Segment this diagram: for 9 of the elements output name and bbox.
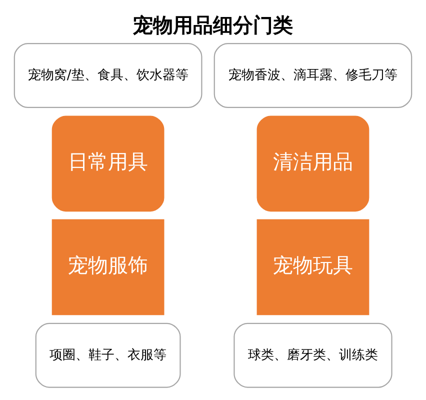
node-box: 清洁用品 [256, 116, 370, 212]
diagram-title: 宠物用品细分门类 [133, 14, 294, 37]
node-box: 日常用具 [52, 116, 164, 212]
node-box: 宠物香波、滴耳露、修毛刀等 [214, 43, 412, 108]
node-box: 球类、磨牙类、训练类 [234, 322, 392, 388]
node-box: 宠物窝/垫、食具、饮水器等 [14, 43, 202, 108]
node-box: 宠物服饰 [52, 219, 164, 316]
node-box: 项圈、鞋子、衣服等 [35, 322, 181, 388]
node-box: 宠物玩具 [256, 219, 370, 316]
